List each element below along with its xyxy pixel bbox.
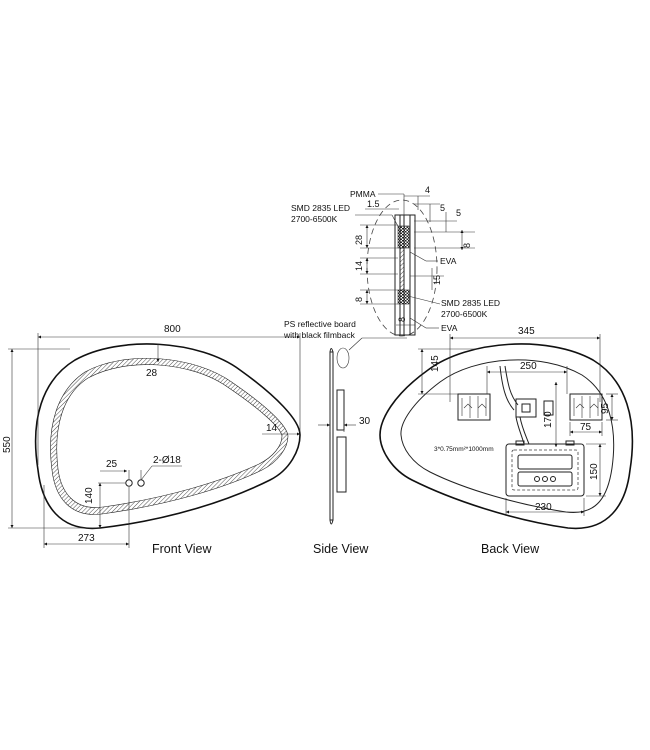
front-bottom-offset-dim: 273	[78, 533, 95, 544]
back-top-offset-dim: 145	[430, 355, 441, 372]
back-bracket-height-dim: 95	[600, 402, 611, 414]
front-edge-dim: 14	[266, 423, 278, 434]
detail-5a-dim: 5	[440, 203, 445, 213]
back-driver-box	[505, 440, 585, 497]
sensor-hole-1	[125, 479, 133, 487]
side-back-box	[336, 389, 345, 431]
led-bottom-line2: 2700-6500K	[441, 309, 488, 319]
back-junction-box	[515, 398, 537, 418]
front-led-strip	[50, 358, 289, 515]
sensor-height-dim: 140	[84, 487, 95, 504]
side-driver-box	[336, 436, 347, 493]
detail-5b-dim: 5	[456, 208, 461, 218]
back-left-bracket	[457, 393, 491, 421]
led-bottom-line1: SMD 2835 LED	[441, 298, 500, 308]
side-callout-text: PS reflective board with black filmback	[283, 319, 358, 340]
back-mirror-outline	[379, 343, 634, 530]
detail-28-dim: 28	[354, 235, 364, 245]
side-view: 30 PS reflective board with black filmba…	[283, 319, 407, 556]
detail-4-dim: 4	[425, 185, 430, 195]
back-bracket-width-dim: 75	[580, 422, 592, 433]
back-span-dim: 345	[518, 326, 535, 337]
detail-8a-dim: 8	[462, 243, 472, 248]
side-view-label: Side View	[313, 542, 369, 556]
back-inner-dim: 250	[520, 361, 537, 372]
detail-8c-dim: 8	[397, 317, 407, 322]
sensor-hole-2	[137, 479, 145, 487]
back-vertical-dim: 170	[543, 411, 554, 428]
front-view-label: Front View	[152, 542, 212, 556]
front-led-inset-dim: 28	[146, 368, 158, 379]
detail-14-dim: 14	[354, 261, 364, 271]
back-view: 345 145 250	[379, 326, 634, 556]
side-thickness-dim: 30	[359, 416, 371, 427]
pmma-label: PMMA	[350, 189, 376, 199]
back-driver-height-dim: 150	[589, 463, 600, 480]
back-cable-note: 3*0.75mm²*1000mm	[434, 446, 494, 453]
sensor-holes-dim: 2-Ø18	[153, 455, 181, 466]
sensor-spacing-dim: 25	[106, 459, 118, 470]
detail-15-dim: 15	[432, 275, 442, 285]
back-driver-width-dim: 230	[535, 502, 552, 513]
front-width-dim: 800	[164, 324, 181, 335]
detail-8b-dim: 8	[354, 297, 364, 302]
back-right-bracket	[569, 393, 603, 421]
eva-top-label: EVA	[440, 256, 457, 266]
section-detail: PMMA 1.5 SMD 2835 LED 2700-6500K 4 5 5 8…	[291, 185, 500, 337]
led-top-line1: SMD 2835 LED	[291, 203, 350, 213]
front-view: 800 550 28 14 25 2-Ø18 140 273 Front Vie…	[2, 324, 301, 556]
detail-1-5-dim: 1.5	[367, 199, 380, 209]
led-top-line2: 2700-6500K	[291, 214, 338, 224]
eva-bottom-label: EVA	[441, 323, 458, 333]
back-view-label: Back View	[481, 542, 540, 556]
side-detail-balloon	[336, 347, 350, 369]
detail-bottom-led-block	[397, 289, 410, 305]
side-glass-panel	[329, 351, 334, 521]
front-height-dim: 550	[2, 436, 13, 453]
